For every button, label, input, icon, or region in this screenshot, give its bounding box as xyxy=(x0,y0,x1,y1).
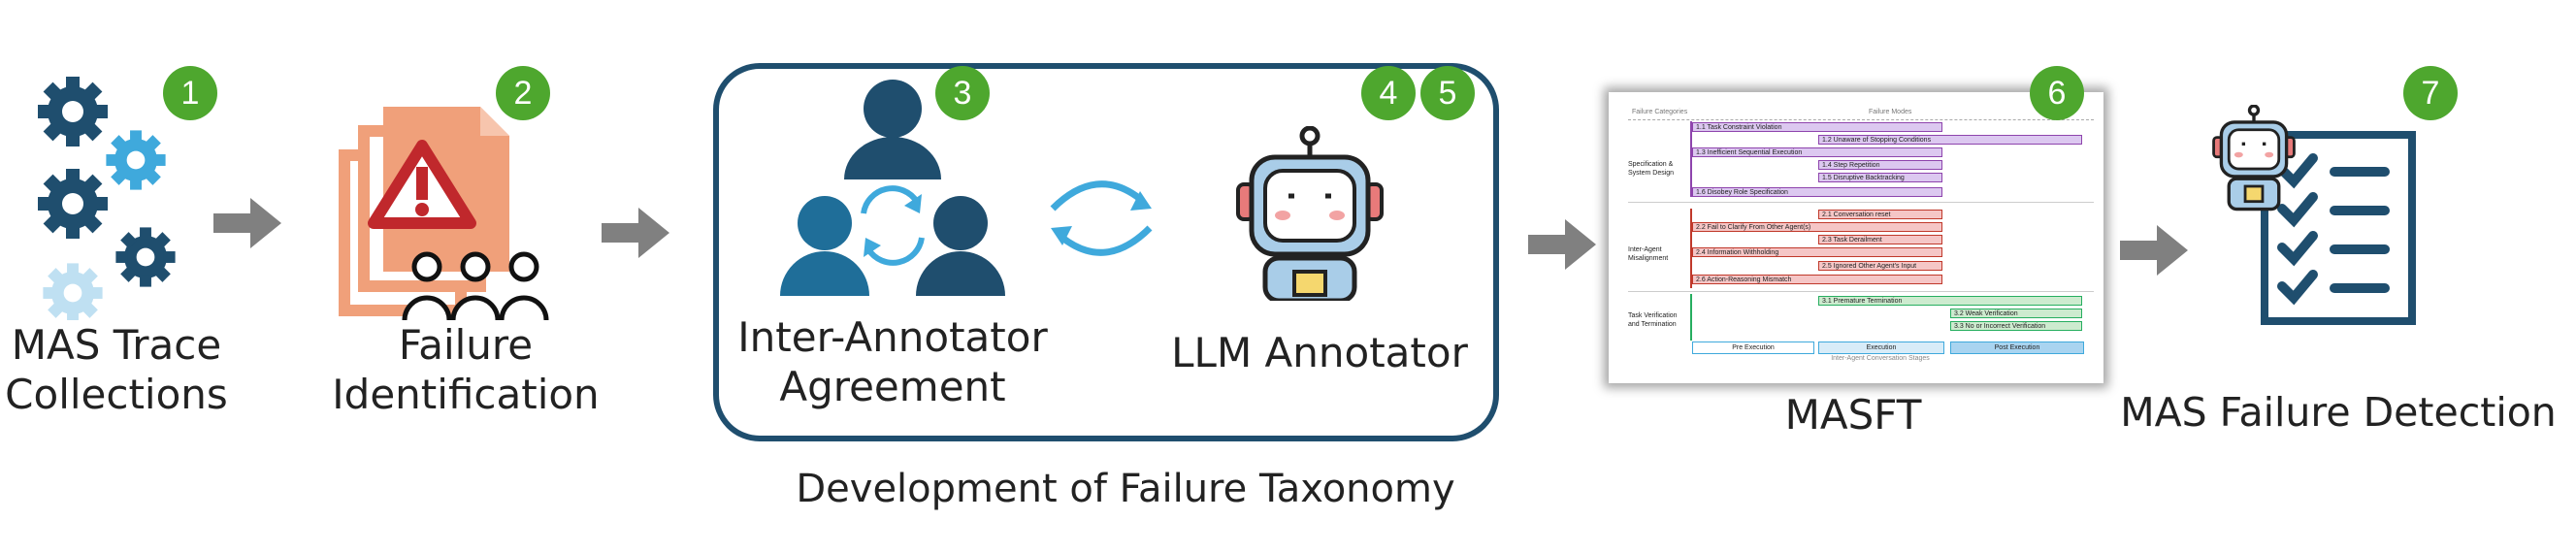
exchange-arrows-icon xyxy=(1050,180,1153,256)
step-6-label: MASFT xyxy=(1784,391,1922,439)
step-3-badge: 3 xyxy=(935,66,990,120)
mode-1-6: 1.6 Disobey Role Specification xyxy=(1692,187,1942,197)
step-1-badge: 1 xyxy=(163,66,217,120)
gears-icon xyxy=(29,68,184,323)
mode-1-4: 1.4 Step Repetition xyxy=(1818,160,1942,170)
step-3-label-line1: Inter-Annotator xyxy=(737,313,1048,361)
stages-caption: Inter-Agent Conversation Stages xyxy=(1831,355,1930,362)
mode-2-3: 2.3 Task Derailment xyxy=(1818,235,1942,244)
step-5-label: LLM Annotator xyxy=(1171,329,1468,376)
mode-2-6: 2.6 Action-Reasoning Mismatch xyxy=(1692,275,1942,284)
arrow-1-icon xyxy=(213,198,281,248)
step-5-badge: 5 xyxy=(1420,66,1475,120)
step-7-label: MAS Failure Detection xyxy=(2120,389,2557,436)
arrow-4-icon xyxy=(2120,225,2188,276)
mode-3-2: 3.2 Weak Verification xyxy=(1950,309,2082,318)
taxonomy-header-right: Failure Modes xyxy=(1869,109,1912,115)
stage-post: Post Execution xyxy=(1950,342,2084,354)
mode-1-1: 1.1 Task Constraint Violation xyxy=(1692,122,1942,132)
mode-2-4: 2.4 Information Withholding xyxy=(1692,247,1942,257)
step-6-badge: 6 xyxy=(2030,66,2084,120)
step-3-label: Inter-Annotator Agreement xyxy=(723,312,1062,411)
warning-document-icon xyxy=(335,107,568,321)
taxonomy-development-group xyxy=(713,63,1499,441)
arrow-3-icon xyxy=(1528,219,1596,270)
mode-2-5: 2.5 Ignored Other Agent's Input xyxy=(1818,261,1942,271)
step-2-badge: 2 xyxy=(496,66,550,120)
category-3: Task Verification and Termination xyxy=(1628,312,1678,328)
small-robot-icon xyxy=(2210,104,2298,213)
step-4-badge: 4 xyxy=(1361,66,1416,120)
step-3-label-line2: Agreement xyxy=(779,363,1006,411)
people-icon xyxy=(776,78,1009,301)
step-1-label-line2: Collections xyxy=(5,371,228,419)
mode-1-2: 1.2 Unaware of Stopping Conditions xyxy=(1818,135,2082,145)
mode-1-5: 1.5 Disruptive Backtracking xyxy=(1818,173,1942,182)
stage-pre: Pre Execution xyxy=(1692,342,1814,354)
step-2-label-line1: Failure xyxy=(398,321,534,369)
category-2: Inter-Agent Misalignment xyxy=(1628,246,1669,262)
category-1: Specification & System Design xyxy=(1628,161,1675,177)
taxonomy-header-left: Failure Categories xyxy=(1632,109,1688,115)
step-1-label: MAS Trace Collections xyxy=(0,320,233,419)
step-1-label-line1: MAS Trace xyxy=(11,321,222,369)
mode-2-2: 2.2 Fail to Clarify From Other Agent(s) xyxy=(1692,222,1942,232)
step-2-label-line2: Identification xyxy=(332,371,600,419)
mode-2-1: 2.1 Conversation reset xyxy=(1818,210,1942,219)
mode-3-3: 3.3 No or Incorrect Verification xyxy=(1950,321,2082,331)
robot-icon xyxy=(1232,125,1387,304)
arrow-2-icon xyxy=(602,208,669,258)
step-7-badge: 7 xyxy=(2403,66,2458,120)
step-2-label: Failure Identification xyxy=(310,320,621,419)
masft-taxonomy-figure: Failure Categories Failure Modes Specifi… xyxy=(1609,92,2103,383)
group-caption: Development of Failure Taxonomy xyxy=(796,467,1455,511)
mode-1-3: 1.3 Inefficient Sequential Execution xyxy=(1692,147,1942,157)
checklist-icon xyxy=(2261,131,2416,325)
stage-exec: Execution xyxy=(1818,342,1944,354)
mode-3-1: 3.1 Premature Termination xyxy=(1818,296,2082,306)
